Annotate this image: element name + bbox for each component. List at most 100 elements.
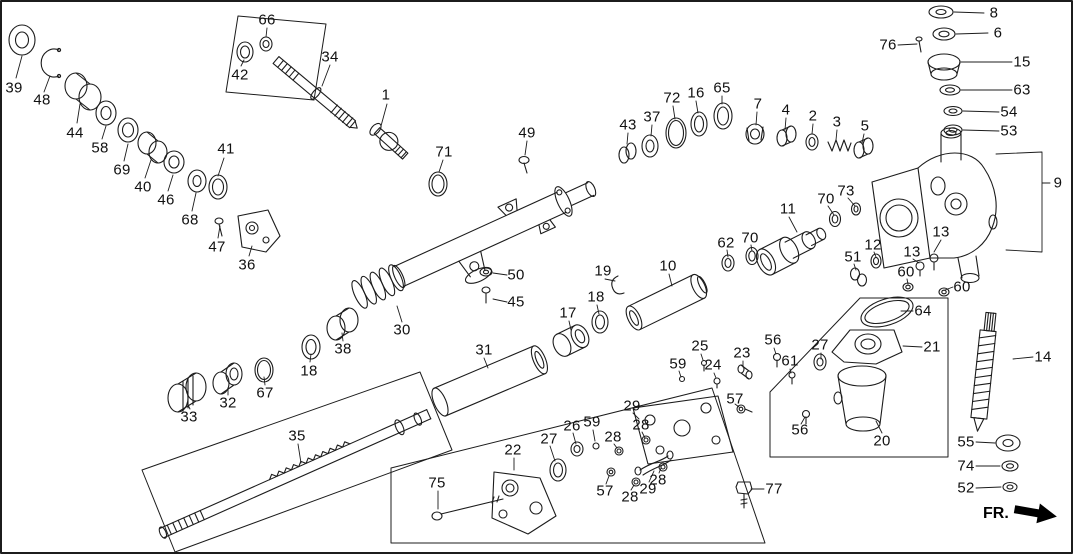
part-label-31: 31	[475, 341, 493, 359]
fr-arrow-icon	[1013, 503, 1057, 524]
part-label-19: 19	[594, 262, 612, 280]
part-72-o-ring	[665, 117, 687, 149]
part-label-14: 14	[1034, 348, 1052, 366]
part-label-58: 58	[91, 139, 109, 157]
part-46-nut	[163, 150, 185, 174]
part-56-bolt-a	[772, 352, 782, 368]
part-75-bolt	[431, 495, 504, 521]
part-35-rack-bar	[158, 409, 432, 539]
part-70-ring-b	[745, 246, 759, 266]
part-25-pin	[700, 359, 708, 372]
part-73-ring	[850, 202, 862, 216]
part-label-54: 54	[1000, 103, 1018, 121]
part-label-38: 38	[334, 340, 352, 358]
part-label-22: 22	[504, 441, 522, 459]
part-label-45: 45	[507, 293, 525, 311]
part-40-bushing	[137, 131, 168, 164]
part-16-ring	[690, 111, 708, 137]
part-label-56: 56	[764, 331, 782, 349]
part-17-bushing	[552, 324, 590, 357]
part-18-ring-b	[591, 310, 609, 334]
part-label-57: 57	[596, 482, 614, 500]
part-28-washer-b	[641, 435, 651, 445]
part-label-32: 32	[219, 394, 237, 412]
boundary-box-bottom-center	[390, 387, 766, 544]
part-label-44: 44	[66, 124, 84, 142]
part-50-washer	[479, 267, 493, 277]
part-58-ring	[95, 100, 117, 126]
part-label-20: 20	[873, 432, 891, 450]
part-42-ring	[236, 41, 254, 63]
part-label-52: 52	[957, 479, 975, 497]
part-14-sector-shaft	[970, 311, 997, 432]
part-label-36: 36	[238, 256, 256, 274]
part-label-16: 16	[687, 84, 705, 102]
part-76-bolt	[915, 36, 923, 53]
part-label-12: 12	[864, 236, 882, 254]
part-57-fitting-b	[736, 404, 753, 414]
part-label-29: 29	[639, 480, 657, 498]
part-label-72: 72	[663, 89, 681, 107]
part-52-snap-ring	[1002, 481, 1018, 493]
part-71-o-ring	[428, 171, 448, 197]
part-8-cap	[928, 5, 954, 19]
part-label-66: 66	[258, 11, 276, 29]
part-label-51: 51	[844, 248, 862, 266]
part-label-53: 53	[1000, 122, 1018, 140]
part-19-clip	[611, 275, 625, 295]
part-5-bushing	[853, 137, 874, 159]
part-label-34: 34	[321, 48, 339, 66]
part-55-bearing	[995, 434, 1021, 452]
part-label-64: 64	[914, 302, 932, 320]
part-label-18: 18	[587, 288, 605, 306]
part-label-49: 49	[518, 124, 536, 142]
part-3-spring	[827, 139, 852, 152]
boundary-box-top	[225, 15, 327, 101]
part-59-washer-b	[678, 375, 686, 383]
part-label-76: 76	[879, 36, 897, 54]
part-24-washer	[713, 377, 721, 389]
part-label-1: 1	[381, 86, 391, 104]
part-43-rings	[618, 142, 637, 164]
part-62-ring	[721, 254, 735, 272]
part-65-ring	[713, 102, 733, 130]
part-label-29: 29	[623, 397, 641, 415]
part-label-37: 37	[643, 108, 661, 126]
part-label-23: 23	[733, 344, 751, 362]
part-label-25: 25	[691, 337, 709, 355]
part-59-washer-a	[592, 442, 600, 450]
part-13-fitting-b	[915, 261, 925, 277]
part-label-61: 61	[781, 352, 799, 370]
part-18-ring-a	[301, 334, 321, 360]
part-12-ring	[870, 253, 882, 269]
part-33-bushing	[167, 372, 207, 413]
part-label-28: 28	[604, 428, 622, 446]
part-60-ring-b	[938, 287, 950, 297]
part-label-74: 74	[957, 457, 975, 475]
part-label-70: 70	[817, 190, 835, 208]
part-label-41: 41	[217, 140, 235, 158]
part-label-65: 65	[713, 79, 731, 97]
part-label-60: 60	[953, 278, 971, 296]
boundary-box-rack	[141, 371, 453, 553]
part-57-fitting-a	[606, 467, 616, 477]
part-77-bolt	[735, 481, 753, 509]
part-6-ring	[932, 27, 956, 41]
fr-label: FR.	[983, 505, 1009, 522]
part-28-washer-c	[631, 477, 641, 487]
part-label-47: 47	[208, 238, 226, 256]
part-27-flange-b	[813, 353, 827, 371]
part-label-2: 2	[808, 107, 818, 125]
part-label-67: 67	[256, 384, 274, 402]
part-45-bolt	[481, 286, 491, 304]
part-61-bolt	[788, 371, 796, 385]
part-11-piston	[755, 227, 827, 276]
part-37-bearing	[641, 134, 659, 158]
part-70-ring-a	[828, 210, 842, 228]
part-label-33: 33	[180, 408, 198, 426]
part-36-bracket	[237, 209, 281, 253]
part-39-ring	[8, 24, 36, 56]
part-49-bolt	[518, 155, 530, 174]
